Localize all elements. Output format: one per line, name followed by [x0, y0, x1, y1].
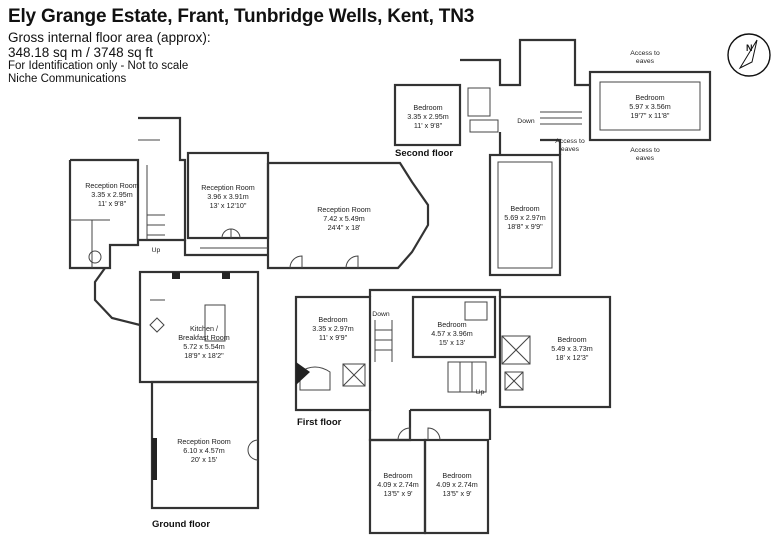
- room-size-m: 3.35 x 2.97m: [312, 324, 354, 333]
- room-size-ft: 11' x 9'8": [98, 199, 127, 208]
- property-title: Ely Grange Estate, Frant, Tunbridge Well…: [8, 6, 475, 27]
- stairs-down-label: Down: [517, 118, 535, 125]
- first-floor-plan: First floor: [294, 288, 612, 535]
- room-name: Reception Room: [177, 437, 231, 446]
- room-size-m: 4.57 x 3.96m: [431, 329, 473, 338]
- compass-icon: N: [727, 33, 771, 77]
- room-name: Bedroom: [442, 471, 471, 480]
- second-floor-plan: Second floor: [393, 38, 712, 277]
- room-size-ft: 11' x 9'9": [319, 333, 348, 342]
- room-name: Bedroom: [510, 204, 539, 213]
- ground-floor-label: Ground floor: [152, 519, 210, 530]
- room-name: Bedroom: [383, 471, 412, 480]
- room-name: Breakfast Room: [178, 333, 230, 342]
- room-size-ft: 13' x 12'10": [210, 201, 247, 210]
- room-name: Bedroom: [635, 93, 664, 102]
- room-name: Reception Room: [85, 181, 139, 190]
- room-size-m: 5.69 x 2.97m: [504, 213, 546, 222]
- room-name: Kitchen /: [190, 324, 218, 333]
- stairs-up-label: Up: [152, 247, 161, 254]
- room-size-m: 4.09 x 2.74m: [436, 480, 478, 489]
- room-size-ft: 18'8" x 9'9": [507, 222, 543, 231]
- eaves-access-label: Access to: [630, 50, 660, 57]
- ground-floor-plan: Ground floor: [68, 116, 430, 530]
- room-size-m: 6.10 x 4.57m: [183, 446, 225, 455]
- room-name: Bedroom: [413, 103, 442, 112]
- room-size-ft: 15' x 13': [439, 338, 466, 347]
- eaves-access-label: eaves: [561, 146, 580, 153]
- room-name: Reception Room: [317, 205, 371, 214]
- room-size-m: 5.72 x 5.54m: [183, 342, 225, 351]
- eaves-access-label: Access to: [630, 147, 660, 154]
- room-size-m: 3.35 x 2.95m: [407, 112, 449, 121]
- room-size-m: 3.35 x 2.95m: [91, 190, 133, 199]
- room-size-m: 5.97 x 3.56m: [629, 102, 671, 111]
- room-name: Reception Room: [201, 183, 255, 192]
- eaves-access-label: Access to: [555, 138, 585, 145]
- room-size-ft: 20' x 15': [191, 455, 218, 464]
- disclaimer: For Identification only - Not to scale: [8, 60, 189, 72]
- room-size-ft: 13'5" x 9': [443, 489, 473, 498]
- stairs-up-label: Up: [476, 389, 485, 396]
- room-size-ft: 24'4" x 18': [328, 223, 361, 232]
- room-size-ft: 19'7" x 11'8": [631, 111, 670, 120]
- area-label: Gross internal floor area (approx):: [8, 30, 211, 45]
- room-size-m: 7.42 x 5.49m: [323, 214, 365, 223]
- room-name: Bedroom: [557, 335, 586, 344]
- second-floor-label: Second floor: [395, 148, 453, 159]
- room-name: Bedroom: [318, 315, 347, 324]
- area-value: 348.18 sq m / 3748 sq ft: [8, 45, 153, 60]
- first-floor-label: First floor: [297, 417, 342, 428]
- room-size-m: 5.49 x 3.73m: [551, 344, 593, 353]
- company-name: Niche Communications: [8, 73, 127, 85]
- room-size-ft: 11' x 9'8": [414, 121, 443, 130]
- room-size-m: 3.96 x 3.91m: [207, 192, 249, 201]
- stairs-down-label: Down: [372, 311, 390, 318]
- room-size-ft: 13'5" x 9': [384, 489, 414, 498]
- room-size-ft: 18'9" x 18'2": [184, 351, 224, 360]
- compass-north-label: N: [746, 43, 753, 53]
- room-size-ft: 18' x 12'3": [556, 353, 589, 362]
- header: Ely Grange Estate, Frant, Tunbridge Well…: [8, 6, 474, 86]
- room-name: Bedroom: [437, 320, 466, 329]
- eaves-access-label: eaves: [636, 58, 655, 65]
- eaves-access-label: eaves: [636, 155, 655, 162]
- room-size-m: 4.09 x 2.74m: [377, 480, 419, 489]
